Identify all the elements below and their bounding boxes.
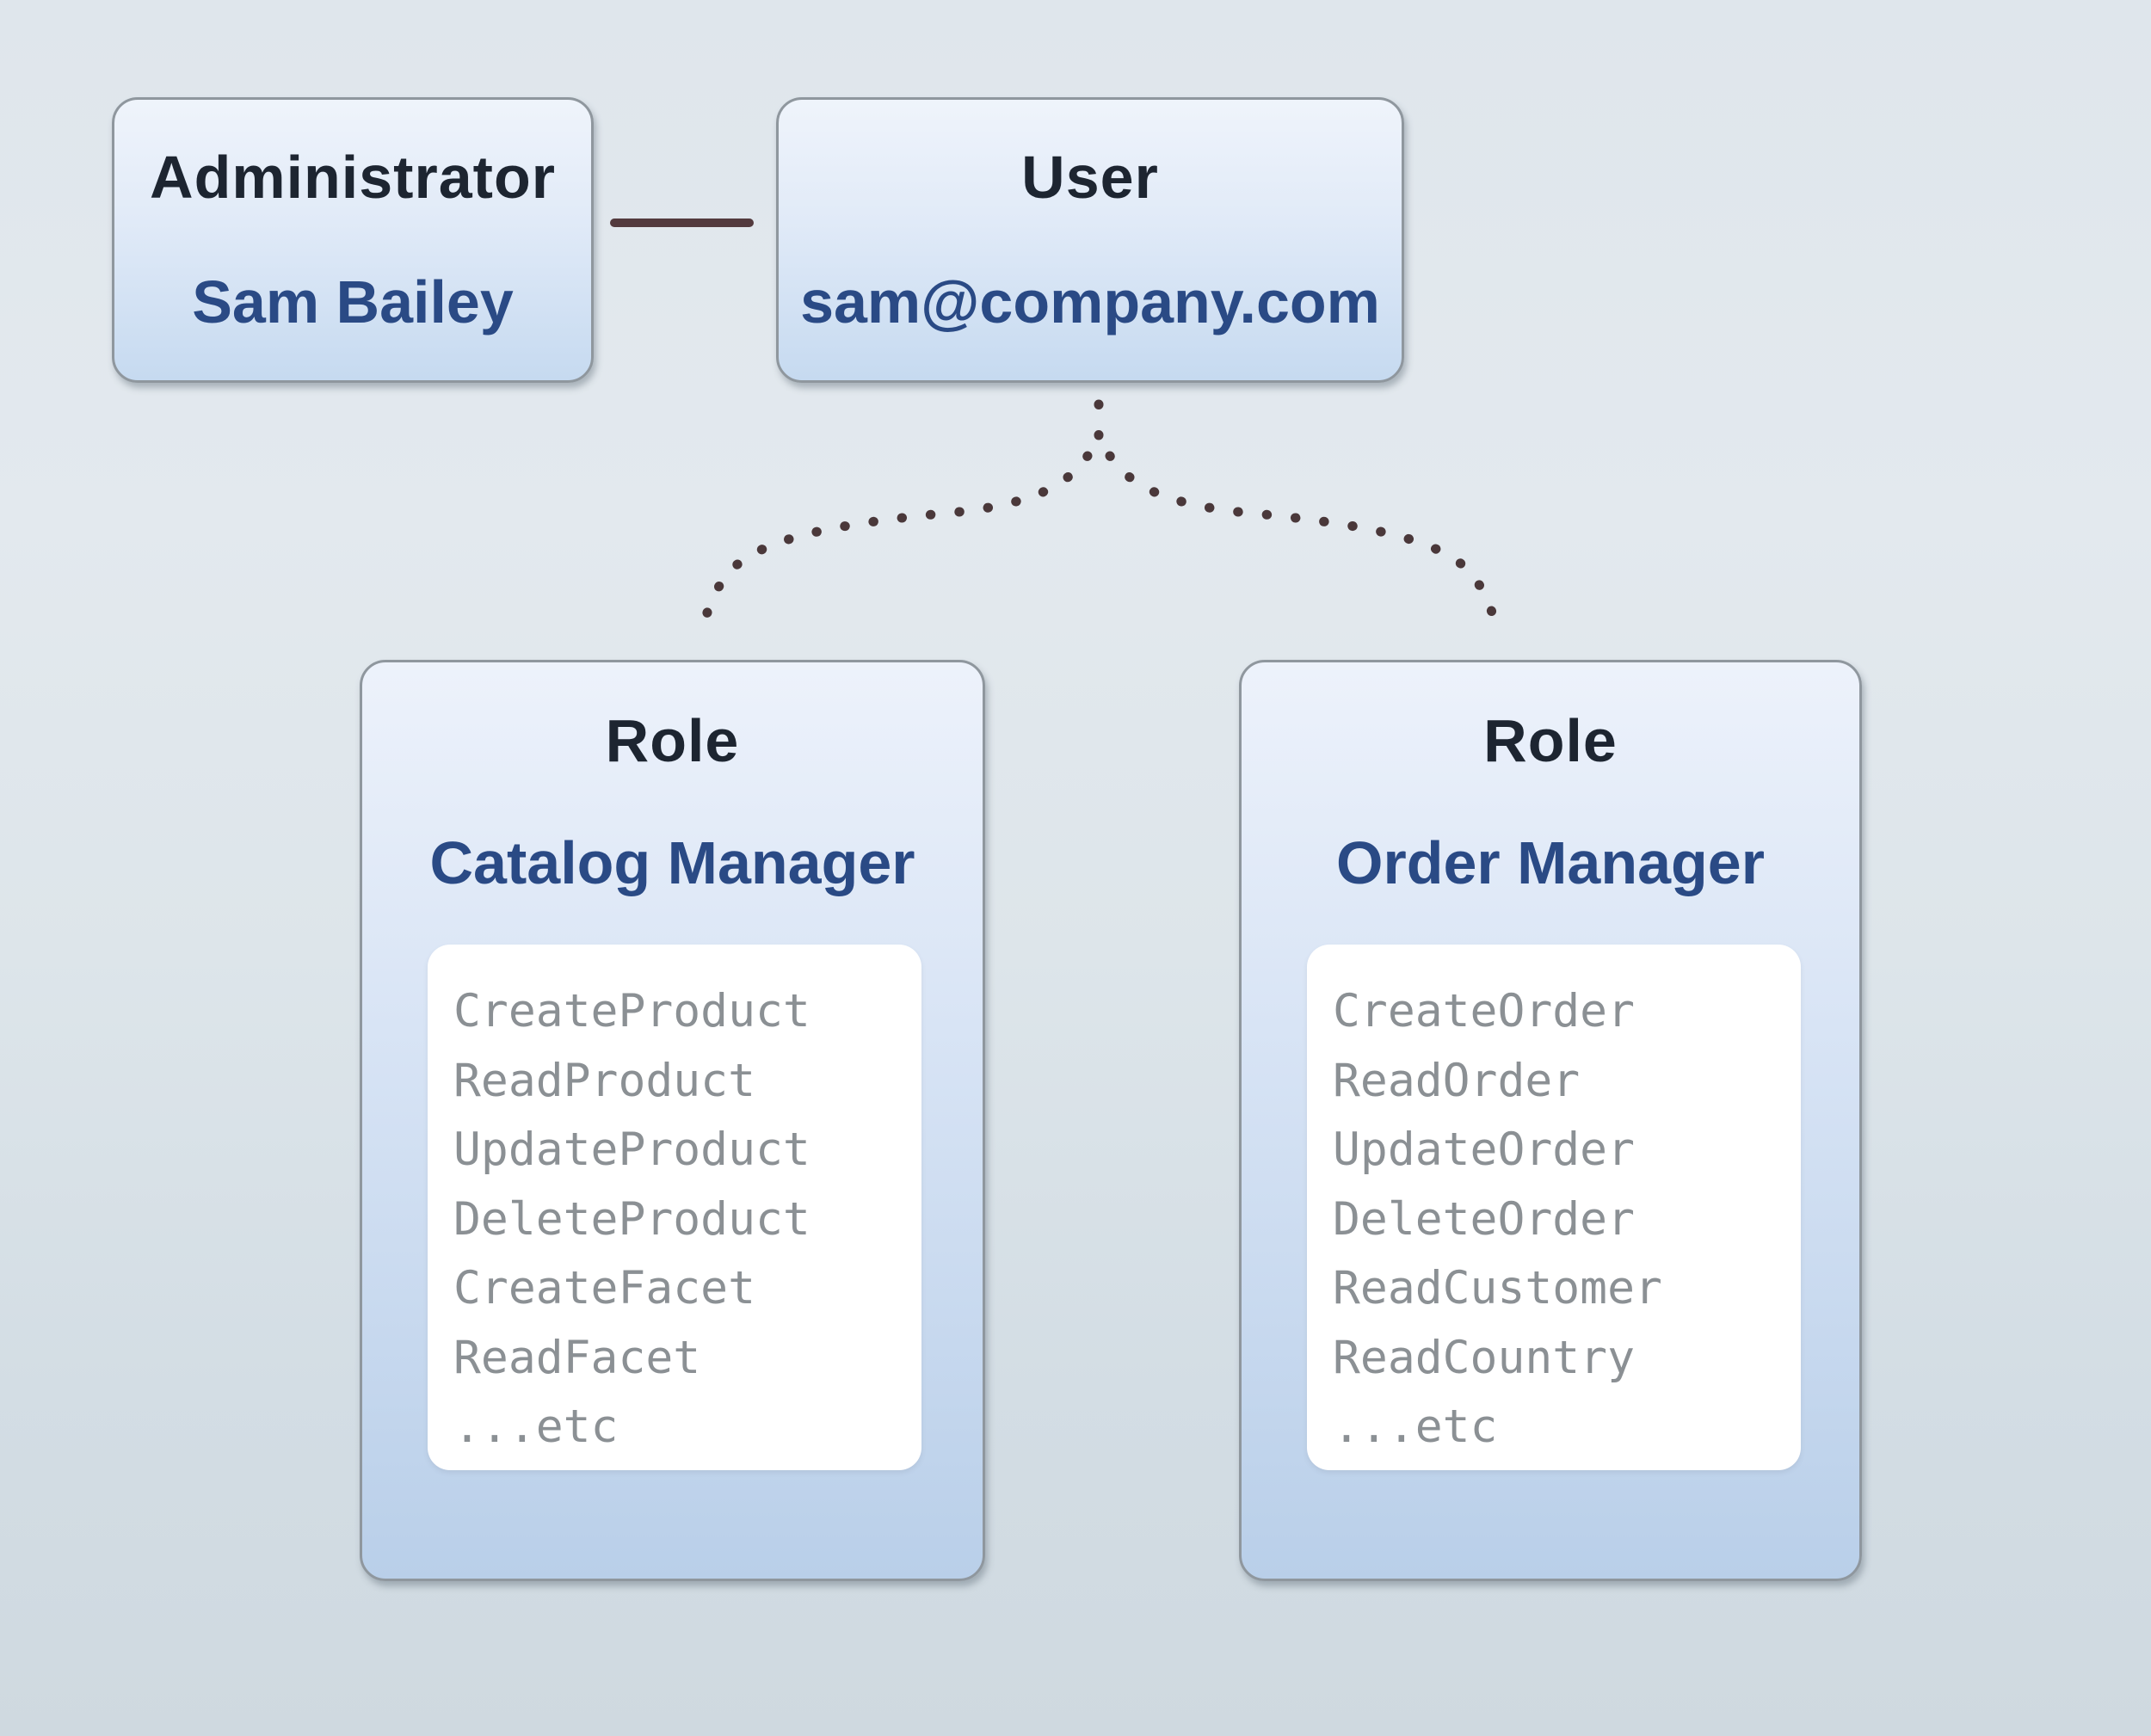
order-permissions-panel: CreateOrder ReadOrder UpdateOrder Delete… [1307,945,1801,1470]
permission-item: ReadProduct [453,1054,755,1107]
permission-item: UpdateOrder [1333,1123,1635,1176]
permission-item: ...etc [1333,1400,1498,1453]
permission-item: DeleteOrder [1333,1192,1635,1246]
administrator-title: Administrator [150,144,556,211]
permission-item: DeleteProduct [453,1192,810,1246]
permission-item: ReadCountry [1333,1331,1635,1384]
permission-item: CreateOrder [1333,985,1635,1037]
permission-item: CreateFacet [453,1262,755,1314]
order-role-name: Order Manager [1336,829,1765,896]
user-email: sam@company.com [800,268,1380,336]
order-role-title: Role [1483,707,1618,774]
catalog-manager-role-node: Role Catalog Manager CreateProduct ReadP… [360,660,985,1581]
permission-item: ...etc [453,1400,619,1453]
administrator-name: Sam Bailey [192,268,514,336]
user-to-catalog-role-dotted-curve [699,451,1093,637]
permission-item: ReadCustomer [1333,1262,1662,1314]
order-manager-role-node: Role Order Manager CreateOrder ReadOrder… [1239,660,1862,1581]
permission-item: UpdateProduct [453,1123,810,1176]
permission-item: CreateProduct [453,985,810,1037]
permission-item: ReadOrder [1333,1054,1581,1107]
user-to-order-role-dotted-curve [1105,451,1501,637]
user-node: User sam@company.com [776,97,1404,383]
catalog-permissions-panel: CreateProduct ReadProduct UpdateProduct … [428,945,921,1470]
administrator-node: Administrator Sam Bailey [112,97,594,383]
catalog-role-name: Catalog Manager [429,829,915,896]
catalog-role-title: Role [605,707,740,774]
user-title: User [1021,144,1159,211]
permission-item: ReadFacet [453,1331,701,1384]
